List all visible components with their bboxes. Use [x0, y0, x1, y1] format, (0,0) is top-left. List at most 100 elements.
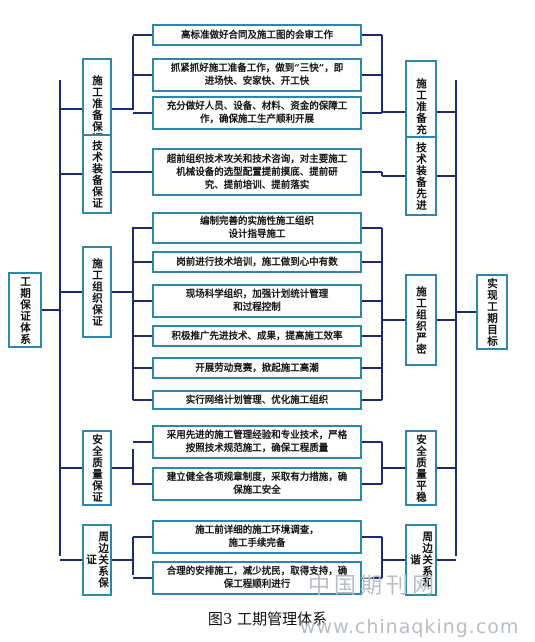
left-branch: [60, 559, 82, 561]
group-out-bus: [381, 442, 383, 484]
text-line: 作，确保施工生产顺利开展: [199, 114, 314, 125]
measure-box-text: 现场科学组织，加强计划统计管理和过程控制: [186, 288, 329, 314]
item-out-connector: [362, 171, 382, 173]
measure-box: 充分做好人员、设备、材料、资金的保障工作，确保施工生产顺利开展: [152, 96, 362, 130]
item-connector: [133, 34, 152, 36]
text-line: 设计指导施工: [228, 229, 286, 240]
group-left-box: 施工组织保证: [82, 246, 112, 338]
watermark-url: www.chinaqking.com: [300, 616, 520, 638]
measure-box: 建立健全各项规章制度，采取有力措施，确保施工安全: [152, 467, 362, 501]
item-connector: [133, 300, 152, 302]
right-branch: [437, 467, 456, 469]
left-branch: [60, 173, 82, 175]
group-left-box: 安全质量保证: [82, 430, 112, 506]
group-out-bus: [381, 228, 383, 400]
item-connector: [133, 536, 152, 538]
measure-box-text: 合理的安排施工，减少扰民，取得支持，确保工程顺利进行: [167, 565, 348, 591]
text-line: 施工前详细的施工环境调查，: [195, 525, 319, 536]
measure-box-text: 超前组织技术攻关和技术咨询，对主要施工机械设备的选型配置提前摸底、提前研究、提前…: [167, 153, 348, 192]
group-right-box: 安全质量平稳: [405, 430, 437, 506]
text-line: 机械设备的选型配置提前摸底、提前研: [176, 166, 338, 178]
root-box: 工期保证体系: [8, 272, 42, 348]
text-line: 保工程顺利进行: [223, 579, 291, 590]
item-out-connector: [362, 441, 382, 443]
group-right-box: 施工组织严密: [405, 274, 437, 366]
measure-box: 积极推广先进技术、成果，提高施工效率: [152, 325, 362, 347]
group-inner-bus: [132, 449, 134, 485]
measure-box: 施工前详细的施工环境调查， 施工手续完备: [152, 520, 362, 554]
item-out-connector: [362, 577, 382, 579]
group-inner-bus: [132, 227, 134, 400]
text-line: 编制完善的实施性施工组织: [199, 216, 314, 227]
text-line: 究、提前培训、提前落实: [204, 179, 310, 191]
text-line: 施工手续完备: [228, 538, 286, 549]
measure-box-text: 开展劳动竞赛，掀起施工高潮: [195, 362, 319, 375]
measure-box: 编制完善的实施性施工组织设计指导施工: [152, 212, 362, 244]
left-branch: [60, 108, 82, 110]
group-out-bus: [381, 35, 383, 113]
target-box: 实现工期目标: [476, 274, 508, 350]
item-connector: [133, 577, 152, 579]
item-connector: [133, 112, 152, 114]
text-line: 实行网络计划管理、优化施工组织: [185, 394, 329, 406]
text-line: 积极推广先进技术、成果，提高施工效率: [171, 330, 343, 342]
group-right-box: 周边关系和谐: [405, 524, 437, 596]
measure-box: 抓紧抓好施工准备工作，做到“三快”，即进场快、安家快、开工快: [152, 58, 362, 92]
measure-box-text: 岗前进行技术培训，施工做到心中有数: [176, 256, 338, 269]
target-connector: [456, 311, 476, 313]
item-out-connector: [362, 34, 382, 36]
measure-box: 超前组织技术攻关和技术咨询，对主要施工机械设备的选型配置提前摸底、提前研究、提前…: [152, 148, 362, 196]
group-inner-link: [112, 559, 133, 561]
item-connector: [133, 74, 152, 76]
figure-caption: 图3 工期管理体系: [207, 610, 328, 628]
item-connector: [133, 261, 152, 263]
right-branch: [437, 559, 456, 561]
text-line: 充分做好人员、设备、材料、资金的保障工: [166, 101, 348, 112]
item-out-connector: [362, 112, 382, 114]
group-inner-link: [112, 291, 133, 293]
group-out-bus: [381, 537, 383, 578]
measure-box: 实行网络计划管理、优化施工组织: [152, 390, 362, 410]
group-right-box: 技术装备先进: [405, 136, 437, 216]
measure-box-text: 实行网络计划管理、优化施工组织: [186, 394, 329, 407]
item-out-connector: [362, 399, 382, 401]
item-out-connector: [362, 335, 382, 337]
group-inner-bus: [132, 36, 134, 110]
text-line: 保施工安全: [233, 485, 281, 496]
measure-box: 合理的安排施工，减少扰民，取得支持，确保工程顺利进行: [152, 561, 362, 595]
item-out-connector: [362, 367, 382, 369]
group-inner-bus: [132, 537, 134, 575]
item-out-connector: [362, 536, 382, 538]
group-out-link: [382, 559, 405, 561]
group-out-link: [382, 319, 405, 321]
left-main-bus: [59, 80, 61, 556]
text-line: 超前组织技术攻关和技术咨询，对主要施工: [166, 153, 348, 165]
group-out-bus: [381, 172, 383, 176]
item-out-connector: [362, 227, 382, 229]
left-branch: [60, 467, 82, 469]
root-connector: [42, 309, 60, 311]
group-left-box: 技术装备保证: [82, 134, 112, 214]
left-branch: [60, 291, 82, 293]
text-line: 抓紧抓好施工准备工作，做到“三快”，即: [170, 63, 344, 74]
measure-box: 岗前进行技术培训，施工做到心中有数: [152, 251, 362, 273]
text-line: 合理的安排施工，减少扰民，取得支持，确: [166, 566, 348, 577]
item-connector: [133, 441, 152, 443]
measure-box-text: 采用先进的施工管理经验和专业技术，严格按照技术规范施工，确保工程质量: [167, 429, 348, 455]
group-out-link: [382, 111, 405, 113]
group-inner-link: [112, 108, 133, 110]
item-connector: [133, 335, 152, 337]
right-branch: [437, 111, 456, 113]
text-line: 高标准做好合同及施工图的会审工作: [180, 29, 333, 41]
group-left-box: 周边关系保证: [82, 524, 112, 596]
measure-box: 开展劳动竞赛，掀起施工高潮: [152, 357, 362, 379]
group-inner-link: [112, 467, 133, 469]
item-connector: [133, 399, 152, 401]
item-connector: [133, 483, 152, 485]
measure-box-text: 抓紧抓好施工准备工作，做到“三快”，即进场快、安家快、开工快: [171, 62, 343, 88]
group-out-link: [382, 467, 405, 469]
text-line: 按照技术规范施工，确保工程质量: [185, 443, 329, 454]
item-connector: [133, 227, 152, 229]
text-line: 和过程控制: [233, 302, 281, 313]
text-line: 采用先进的施工管理经验和专业技术，严格: [166, 430, 348, 441]
